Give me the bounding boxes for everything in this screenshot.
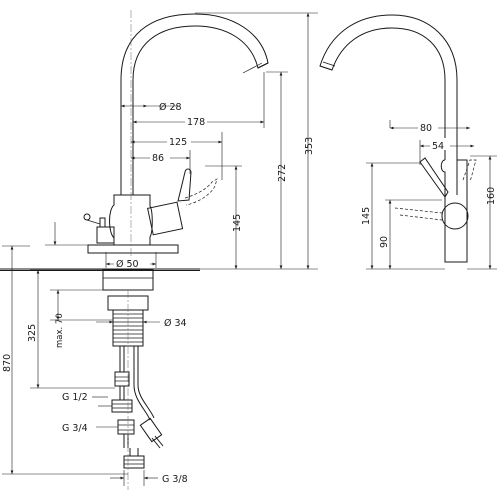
- dim-h325: 325: [27, 324, 38, 342]
- front-view: [83, 10, 269, 270]
- dim-d28: Ø 28: [159, 102, 182, 113]
- under-counter-assembly: [0, 268, 200, 490]
- front-lever: [177, 168, 192, 202]
- dim-h272: 272: [277, 164, 288, 182]
- hose-connector-side: [139, 417, 163, 443]
- dim-g12: G 1/2: [62, 392, 88, 403]
- dim-g38: G 3/8: [162, 474, 188, 485]
- dim-h145-side: 145: [361, 207, 372, 225]
- dim-d50: Ø 50: [116, 259, 139, 270]
- fitting-g34: [117, 419, 135, 435]
- front-spout: [120, 13, 269, 195]
- fitting-g12: [111, 399, 133, 413]
- dim-h160: 160: [486, 187, 497, 205]
- dim-d34: Ø 34: [164, 318, 187, 329]
- side-body: [440, 159, 468, 263]
- dim-w54: 54: [432, 141, 444, 152]
- front-base-plate: [87, 244, 179, 254]
- dim-max70: max. 70: [55, 313, 65, 348]
- dim-g34: G 3/4: [62, 423, 88, 434]
- side-spout: [319, 14, 458, 195]
- front-dimensions: Ø 28 178 125 86 145 272 353: [45, 12, 318, 270]
- dim-w178: 178: [187, 117, 205, 128]
- front-lever-hub: [147, 201, 184, 236]
- hose-connector-upper: [114, 371, 130, 387]
- dim-h353: 353: [304, 137, 315, 155]
- under-counter-dimensions: 870 325 max. 70 Ø 34 G 1/2 G 3/4 G 3/8: [2, 245, 188, 486]
- dim-h90: 90: [379, 236, 390, 248]
- mount-ring: [102, 269, 154, 291]
- side-view: [319, 14, 477, 263]
- side-lever-hub: [441, 202, 469, 230]
- dim-h145-front: 145: [232, 214, 243, 232]
- dim-h870: 870: [2, 354, 13, 372]
- side-dimensions: 80 54 145 90 160: [361, 120, 497, 270]
- dim-w80: 80: [420, 123, 432, 134]
- side-lever: [419, 157, 449, 198]
- fitting-g38: [123, 455, 145, 469]
- dim-w125: 125: [169, 137, 187, 148]
- dim-w86: 86: [152, 153, 164, 164]
